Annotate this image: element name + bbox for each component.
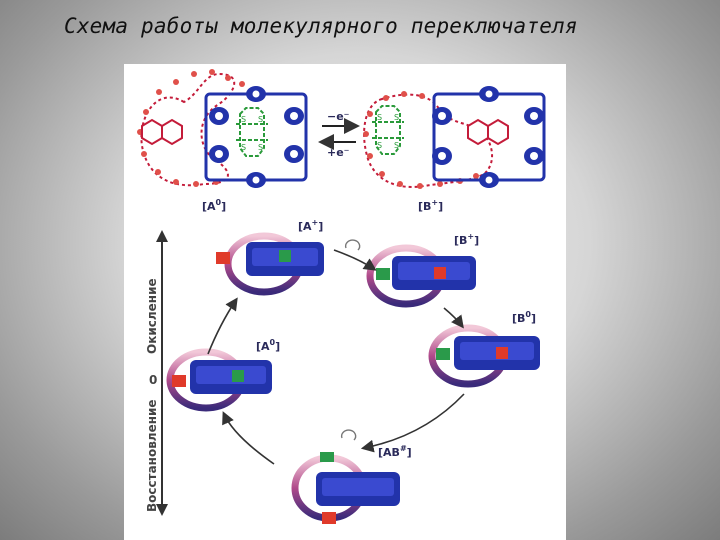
label-cycle-a-plus: [A+]: [298, 218, 323, 233]
label-a0: [A0]: [202, 198, 226, 213]
station-red-ab-hash: [322, 512, 336, 524]
axis-label-reduction: Восстановление: [145, 399, 159, 512]
molecular-switch-figure: S S S S −e⁻ +e⁻: [124, 64, 566, 540]
svg-text:S: S: [377, 113, 382, 122]
redox-arrows-top: −e⁻ +e⁻: [318, 110, 360, 159]
ttf-s-atoms-right: S S S S: [377, 113, 399, 150]
svg-text:S: S: [258, 143, 263, 152]
label-cycle-b-plus: [B+]: [454, 232, 479, 247]
axis-zero: 0: [149, 373, 157, 387]
label-b-plus: [B+]: [418, 198, 443, 213]
arrow-b-plus-to-b0: [443, 307, 464, 329]
naphthalene-left: [141, 118, 183, 146]
cartoon-a0: [166, 348, 272, 412]
arrow-label-oxidation: −e⁻: [327, 110, 350, 123]
bipyridinium-units-left: [209, 86, 304, 188]
svg-text:S: S: [394, 113, 399, 122]
station-red-a0: [172, 375, 186, 387]
cycle-arrows: [207, 249, 465, 465]
arrow-b0-to-ab-hash: [360, 393, 465, 453]
station-red-a-plus: [216, 252, 230, 264]
cartoon-ab-hash: [291, 452, 400, 524]
arrow-a-plus-to-b-plus: [333, 249, 377, 271]
axis-label-oxidation: Окисление: [145, 278, 159, 354]
station-green-a-plus: [279, 250, 291, 262]
ttf-station-left: [236, 107, 268, 157]
station-red-b-plus: [434, 267, 446, 279]
ttf-station-right: [372, 105, 404, 155]
station-red-b0: [496, 347, 508, 359]
crown-ring-right: [363, 93, 493, 188]
naphthalene-right: [467, 118, 509, 146]
figure-canvas: S S S S −e⁻ +e⁻: [137, 69, 546, 524]
svg-text:S: S: [377, 141, 382, 150]
cartoon-b-plus: [366, 244, 476, 308]
cartoon-b0: [428, 324, 540, 388]
svg-text:S: S: [241, 143, 246, 152]
label-cycle-a0: [A0]: [256, 338, 280, 353]
slide-title: Схема работы молекулярного переключателя: [64, 14, 578, 38]
station-green-ab-hash: [320, 452, 334, 462]
molecule-a0: S S S S: [137, 69, 308, 188]
arrow-loops: [340, 239, 361, 441]
redox-axis: Окисление Восстановление 0: [145, 230, 168, 516]
svg-text:S: S: [241, 115, 246, 124]
arrow-a0-to-a-plus: [207, 297, 238, 355]
cyclophane-box-left: [204, 92, 308, 182]
arrow-ab-hash-to-a0: [222, 411, 275, 465]
bipyridinium-cores-right: [438, 90, 538, 184]
bipyridinium-cores-left: [215, 90, 298, 184]
label-cycle-b0: [B0]: [512, 310, 536, 325]
ring-dots-right: [363, 91, 479, 189]
station-green-a0: [232, 370, 244, 382]
svg-text:S: S: [258, 115, 263, 124]
molecule-b-plus: S S S S: [363, 86, 546, 189]
cartoon-a-plus: [216, 232, 324, 296]
ttf-s-atoms-left: S S S S: [241, 115, 263, 152]
svg-text:S: S: [394, 141, 399, 150]
station-green-b0: [436, 348, 450, 360]
arrow-label-reduction: +e⁻: [327, 146, 350, 159]
label-cycle-ab-hash: [AB#]: [378, 444, 412, 459]
station-green-b-plus: [376, 268, 390, 280]
